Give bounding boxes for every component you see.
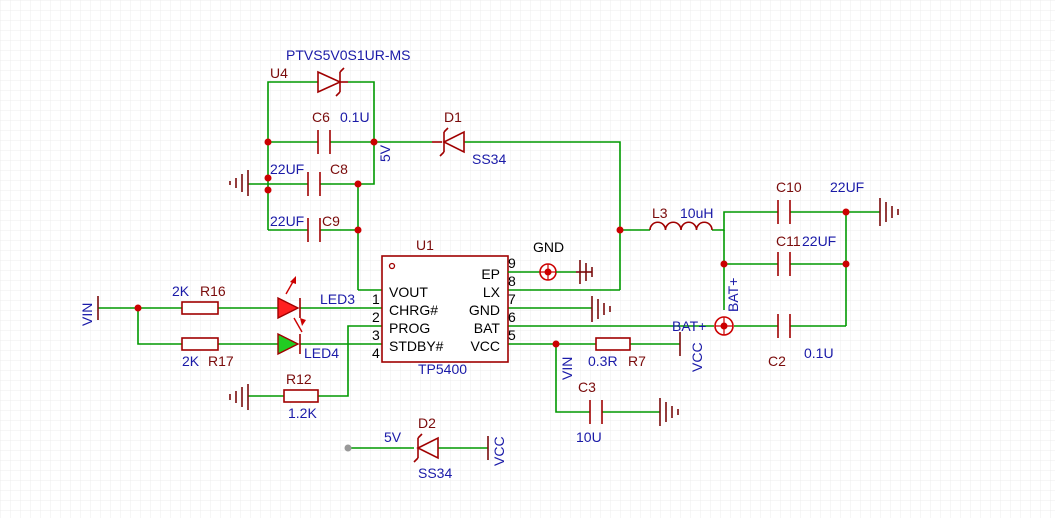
- r16-ref-label: R16: [200, 283, 226, 299]
- capacitor-c2[interactable]: C2 0.1U: [768, 314, 834, 369]
- pin-name-chrg: CHRG#: [389, 302, 438, 318]
- ic-u1-tp5400[interactable]: U1 TP5400 VOUT CHRG# PROG STDBY# 1 2 3 4…: [372, 237, 516, 377]
- ground-symbol-left-top[interactable]: [229, 170, 249, 196]
- pin-num-2: 2: [372, 309, 380, 325]
- pin-num-3: 3: [372, 327, 380, 343]
- vin-left-label: VIN: [79, 303, 95, 326]
- ground-symbol-c3[interactable]: [659, 398, 679, 426]
- d1-ref-label: D1: [444, 109, 462, 125]
- vcc-d2-label: VCC: [491, 436, 507, 466]
- pin-num-6: 6: [508, 309, 516, 325]
- tvs-part-label: PTVS5V0S1UR-MS: [286, 47, 410, 63]
- c2-ref-label: C2: [768, 353, 786, 369]
- r12-ref-label: R12: [286, 371, 312, 387]
- c8-ref-label: C8: [330, 161, 348, 177]
- pin-name-vout: VOUT: [389, 284, 428, 300]
- c6-ref-label: C6: [312, 109, 330, 125]
- d2-part-label: SS34: [418, 465, 452, 481]
- capacitor-c9[interactable]: 22UF C9: [270, 213, 340, 242]
- resistor-r7[interactable]: 0.3R R7: [588, 337, 646, 369]
- vcc-r7-label: VCC: [689, 342, 705, 372]
- pin-num-7: 7: [508, 291, 516, 307]
- d2-net-5v-label: 5V: [384, 429, 402, 445]
- r16-value-label: 2K: [172, 283, 190, 299]
- led3-ref-label: LED3: [320, 291, 355, 307]
- vin-power-flag[interactable]: VIN: [79, 296, 99, 326]
- pin-num-4: 4: [372, 345, 380, 361]
- pin-name-gnd: GND: [469, 302, 500, 318]
- bat-net-vertical-label: BAT+: [725, 278, 741, 312]
- pin-name-prog: PROG: [389, 320, 430, 336]
- vcc-power-flag-r7[interactable]: VCC: [679, 332, 705, 372]
- pin-num-8: 8: [508, 273, 516, 289]
- pin-name-ep: EP: [481, 266, 500, 282]
- c9-ref-label: C9: [322, 213, 340, 229]
- vin-c3-label: VIN: [559, 357, 575, 380]
- c9-value-label: 22UF: [270, 213, 304, 229]
- tvs-diode-u4[interactable]: PTVS5V0S1UR-MS U4: [270, 47, 410, 97]
- resistor-r12[interactable]: R12 1.2K: [283, 371, 319, 421]
- u1-ref-label: U1: [416, 237, 434, 253]
- l3-value-label: 10uH: [680, 205, 713, 221]
- u1-part-label: TP5400: [418, 361, 467, 377]
- resistor-r17[interactable]: 2K R17: [181, 337, 234, 369]
- resistor-r16[interactable]: 2K R16: [172, 283, 226, 315]
- ground-symbol-r12[interactable]: [229, 384, 249, 410]
- c11-ref-label: C11: [776, 233, 801, 249]
- c10-value-label: 22UF: [830, 179, 864, 195]
- gnd-net-label: GND: [533, 239, 564, 255]
- gnd-net-port[interactable]: GND: [508, 239, 576, 281]
- c2-value-label: 0.1U: [804, 345, 834, 361]
- pin-name-vcc: VCC: [470, 338, 500, 354]
- capacitor-c3[interactable]: C3 10U: [576, 379, 603, 445]
- capacitor-c6[interactable]: C6 0.1U: [312, 109, 370, 154]
- d2-ref-label: D2: [418, 415, 436, 431]
- inductor-l3[interactable]: L3 10uH: [649, 205, 713, 231]
- bat-net-port[interactable]: BAT+ BAT+: [672, 278, 741, 336]
- pin-name-stdby: STDBY#: [389, 338, 444, 354]
- ground-symbol-c10[interactable]: [879, 198, 899, 226]
- net-5v-top-label: 5V: [377, 144, 393, 162]
- pin-num-1: 1: [372, 291, 380, 307]
- led-green-led4[interactable]: LED4: [277, 332, 339, 361]
- pin-name-bat: BAT: [474, 320, 501, 336]
- capacitor-c11[interactable]: C11 22UF: [776, 233, 836, 276]
- capacitor-c8[interactable]: 22UF C8: [270, 161, 348, 196]
- pin-name-lx: LX: [483, 284, 501, 300]
- l3-ref-label: L3: [652, 205, 668, 221]
- c10-ref-label: C10: [776, 179, 802, 195]
- led-red-led3[interactable]: LED3: [277, 276, 355, 333]
- r7-value-label: 0.3R: [588, 353, 618, 369]
- c3-ref-label: C3: [578, 379, 596, 395]
- led4-ref-label: LED4: [304, 345, 339, 361]
- schottky-diode-d2[interactable]: D2 SS34: [413, 415, 452, 481]
- c6-value-label: 0.1U: [340, 109, 370, 125]
- r12-value-label: 1.2K: [288, 405, 317, 421]
- r7-ref-label: R7: [628, 353, 646, 369]
- tvs-ref-label: U4: [270, 65, 288, 81]
- r17-ref-label: R17: [208, 353, 234, 369]
- schottky-diode-d1[interactable]: D1 SS34: [432, 109, 506, 167]
- ground-symbol-pin7[interactable]: [591, 296, 611, 322]
- d1-part-label: SS34: [472, 151, 506, 167]
- vcc-power-flag-d2[interactable]: VCC: [487, 436, 507, 466]
- c3-value-label: 10U: [576, 429, 602, 445]
- c8-value-label: 22UF: [270, 161, 304, 177]
- r17-value-label: 2K: [182, 353, 200, 369]
- pin-num-9: 9: [508, 255, 516, 271]
- junction-dots: [134, 138, 850, 452]
- ground-symbol-gnd-net[interactable]: [576, 260, 593, 284]
- capacitor-c10[interactable]: C10 22UF: [776, 179, 864, 224]
- wires: [98, 81, 880, 449]
- c11-value-label: 22UF: [802, 233, 836, 249]
- pin-num-5: 5: [508, 327, 516, 343]
- bat-net-horizontal-label: BAT+: [672, 318, 706, 334]
